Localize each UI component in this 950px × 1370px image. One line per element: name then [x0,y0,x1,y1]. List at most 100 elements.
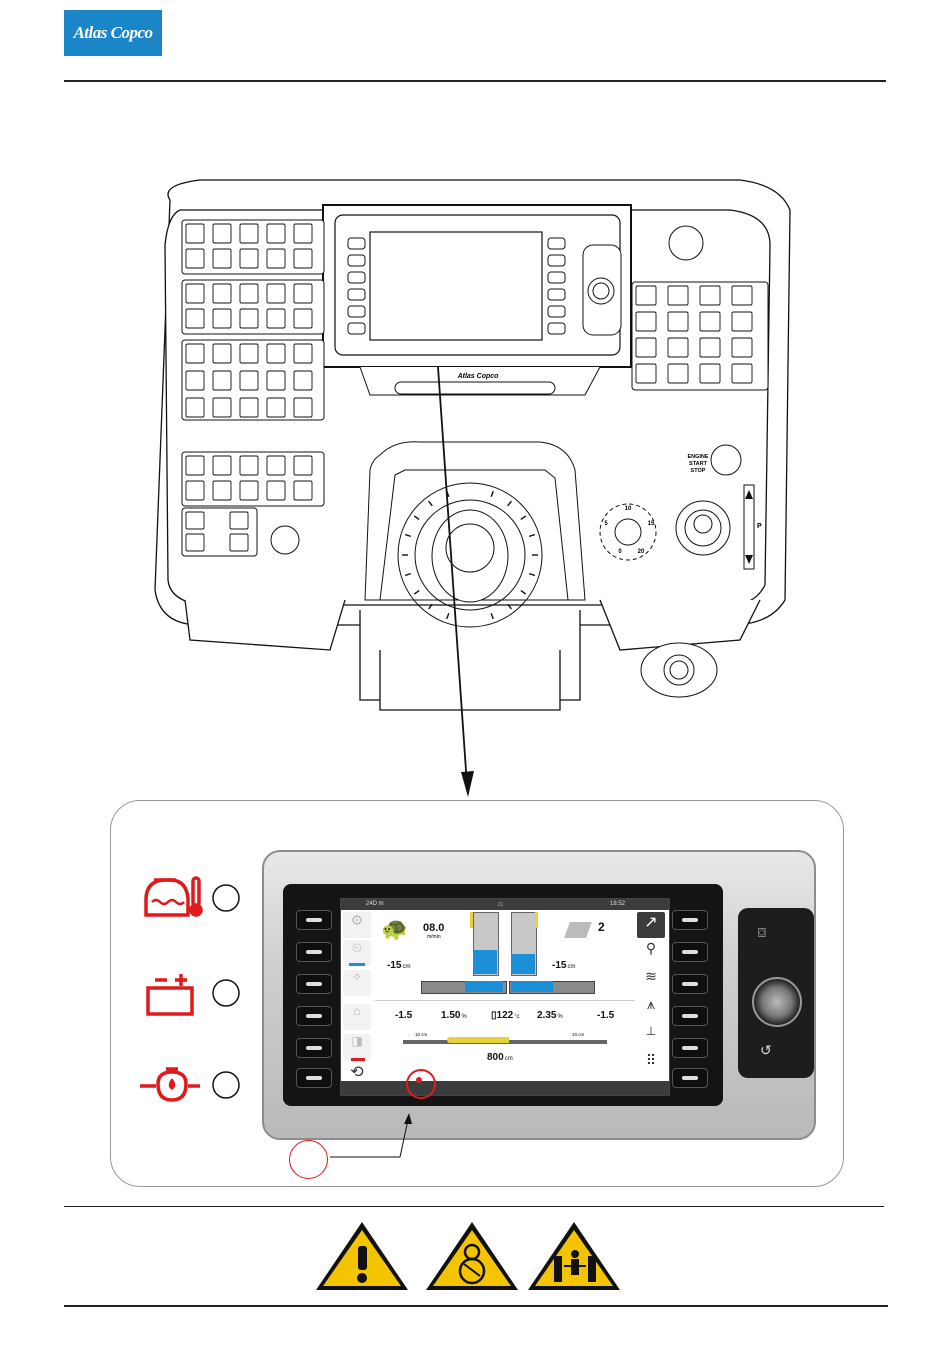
oil-pressure-icon [140,1069,200,1100]
console-left-key [267,309,285,328]
console-left-key [240,224,258,243]
softkey-left-1[interactable] [296,910,332,930]
console-right-key [636,364,656,383]
search-tool-icon[interactable]: ⚲ [637,940,665,966]
console-right-key [700,338,720,357]
chart-icon[interactable]: ⊥ [637,1024,665,1050]
console-left-key [213,249,231,268]
left-icon-column: ⚙ ⏲ ✧ ⌂ ◨ ⟲ [343,910,373,1081]
console-left-key [240,249,258,268]
display-screen: 24D m ⌂ 18:52 ⚙ ⏲ ✧ ⌂ ◨ ⟲ ↗ ⚲ ≋ ⩚ ⊥ ⠿ 🐢 … [340,898,670,1096]
console-left-key [267,284,285,303]
main-panel: 🐢 08.0 m/min -15cm -15cm 2 -1.5 1.50% ▯1… [375,910,635,1081]
console-left-key [186,284,204,303]
console-left-key [186,456,204,475]
console-left-key [267,224,285,243]
softkey-left-5[interactable] [296,1038,332,1058]
softkey-right-4[interactable] [672,1006,708,1026]
console-left-key [186,481,204,500]
console-left-key [294,309,312,328]
arrow-up-right-icon[interactable]: ↗ [637,912,665,938]
clock: 18:52 [610,901,625,907]
speed-unit: m/min [427,934,441,940]
highlight-dot [416,1077,422,1083]
console-right-key [700,364,720,383]
console-left-key [213,371,231,390]
divider [375,1000,635,1001]
console-left-key [186,224,204,243]
slope-left: -1.5 [395,1010,412,1021]
softkey-left-6[interactable] [296,1068,332,1088]
temperature: ▯122°c [491,1010,520,1021]
screed-mat [447,1037,509,1043]
left-auger-fill [465,981,503,992]
ext-right: 10 cm [572,1032,584,1037]
console-right-key [636,286,656,305]
indicator-lamp-2 [213,980,239,1006]
dial-tick-20: 20 [638,549,645,555]
timer-indicator [349,963,365,966]
right-conveyor-fill [511,954,535,974]
console-left-key [186,512,204,529]
console-left-key [240,398,258,417]
right-sensor-marker [535,912,538,928]
crown-right: 2.35% [537,1010,563,1021]
console-right-key [732,364,752,383]
console-right-key [732,338,752,357]
console-right-key [700,312,720,331]
softkey-right-5[interactable] [672,1038,708,1058]
console-right-key [668,338,688,357]
console-left-key [230,512,248,529]
speed-value: 08.0 [423,922,444,934]
status-bar: 24D m ⌂ 18:52 [341,899,669,910]
rotary-knob[interactable] [752,977,802,1027]
left-height: -15cm [387,960,410,971]
tamper-icon: ◨ [343,1034,371,1060]
screed-width: 800cm [487,1052,513,1063]
console-left-key [294,249,312,268]
ext-left: 10 cm [415,1032,427,1037]
softkey-left-2[interactable] [296,942,332,962]
softkey-right-1[interactable] [672,910,708,930]
back-icon[interactable]: ↺ [760,1042,772,1059]
highlight-ring [406,1069,436,1099]
indicator-lamp-3 [213,1072,239,1098]
console-left-key [213,456,231,475]
softkey-right-3[interactable] [672,974,708,994]
dial-tick-15: 15 [648,521,655,527]
atlas-copco-logo: Atlas Copco [64,10,162,56]
softkey-right-6[interactable] [672,1068,708,1088]
menu-grid-icon[interactable]: ⠿ [637,1052,665,1078]
console-left-key [213,284,231,303]
safety-signs [310,1218,622,1296]
warning-general-icon [316,1222,408,1290]
console-left-key [213,224,231,243]
console-right-key [668,286,688,305]
console-left-key [294,344,312,363]
layers-icon[interactable]: ≋ [637,968,665,994]
screed-icon: ⌂ [343,1004,371,1030]
console-left-key [267,481,285,500]
console-left-key [240,481,258,500]
console-left-key [267,456,285,475]
softkey-left-4[interactable] [296,1006,332,1026]
engine-temperature-icon [146,878,201,915]
warning-lamps [132,868,247,1118]
console-left-key [267,371,285,390]
console-right-key [636,312,656,331]
footer-rule-top [64,1206,884,1207]
engine-label-1: ENGINE [687,454,708,460]
right-height: -15cm [552,960,575,971]
header-rule [64,80,886,82]
softkey-right-2[interactable] [672,942,708,962]
console-brand-label: Atlas Copco [457,373,500,380]
softkey-left-3[interactable] [296,974,332,994]
console-left-key [294,284,312,303]
bottom-bar [341,1081,669,1095]
left-sensor-marker [470,912,473,928]
crush-hazard-icon [528,1222,620,1290]
camera-icon[interactable]: ⌼ [758,925,766,941]
indicator-lamp-1 [213,885,239,911]
status-left: 24D m [366,901,384,907]
tripod-icon[interactable]: ⩚ [637,996,665,1022]
